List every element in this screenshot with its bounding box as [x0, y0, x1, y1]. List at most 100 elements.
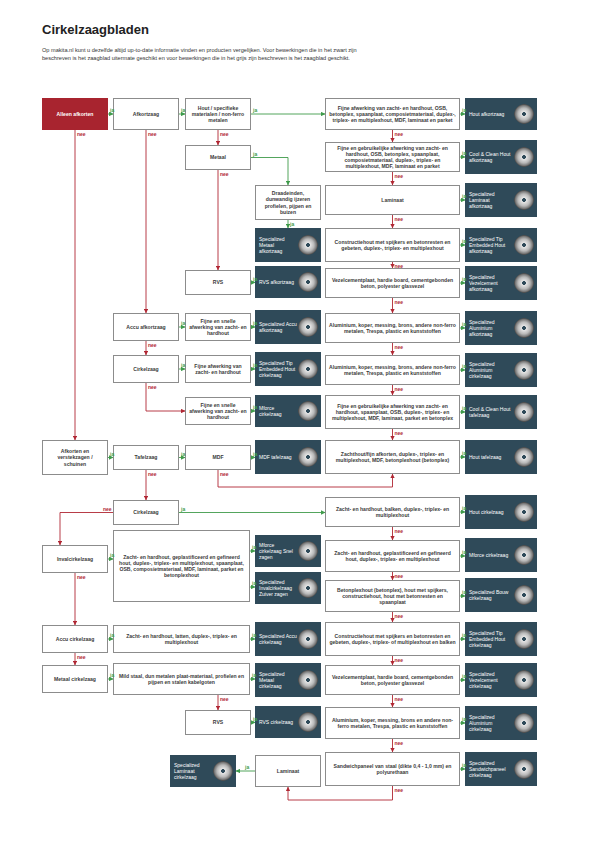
box-text: Specialized Invalcirkelzaag Zuiver zagen: [259, 579, 297, 597]
connector: [392, 572, 393, 580]
blade-box: Specialized Vezelcement afkortzaag: [465, 266, 537, 300]
box-text: Specialized Tip Embedded Hout cirkelzaag: [469, 630, 513, 648]
box-text: Alleen afkorten: [46, 111, 104, 117]
edge-label: nee: [395, 740, 404, 746]
box-text: Hout / specifieke materialen / non-ferro…: [189, 105, 247, 124]
blade-box: RVS afkortzaag: [255, 266, 321, 298]
edge-label: nee: [395, 263, 404, 269]
process-box: Zacht- en hardhout, balken, duplex-, tri…: [325, 497, 460, 527]
process-box: Zacht- en hardhout, latten, duplex-, tri…: [113, 625, 250, 653]
edge-label: nee: [395, 299, 404, 305]
box-text: Zacht- en hardhout, latten, duplex-, tri…: [117, 633, 246, 645]
box-text: Specialized Accu cirkelzaag: [259, 633, 297, 645]
edge-label: ja: [252, 580, 256, 586]
box-text: RVS afkortzaag: [259, 279, 297, 285]
edge-label: nee: [77, 654, 86, 660]
edge-label: nee: [77, 574, 86, 580]
box-text: Vezelcementplaat, hardie board, cementge…: [329, 277, 456, 289]
process-box: Invalcirkelzaag: [42, 545, 108, 573]
edge-label: nee: [103, 506, 112, 512]
edge-label: ja: [253, 151, 257, 157]
box-text: Zachthout/fijn afkorten, duplex-, triple…: [329, 451, 456, 463]
blade-box: Hout afkortzaag: [465, 98, 537, 130]
box-text: Specialized Laminaat cirkelzaag: [174, 762, 212, 780]
box-text: RVS: [189, 279, 247, 285]
box-text: Hout afkortzaag: [469, 111, 513, 117]
edge-label: nee: [148, 131, 157, 137]
edge-label: ja: [181, 107, 185, 113]
edge-label: ja: [253, 320, 257, 326]
box-text: Specialized Metaal afkortzaag: [259, 236, 297, 254]
connector: [75, 653, 76, 665]
edge-label: nee: [395, 216, 404, 222]
edge-label: ja: [462, 716, 466, 722]
connector: [179, 512, 325, 513]
process-box: Aluminium, koper, messing, brons en ande…: [325, 707, 460, 739]
blade-box: Mforce cirkelzaag: [255, 395, 321, 427]
edge-label: nee: [395, 613, 404, 619]
connector: [392, 298, 393, 313]
box-text: Constructiehout met spijkers en betonres…: [329, 239, 456, 251]
box-text: Afkortzaag: [117, 111, 175, 117]
blade-box: Specialized Laminaat afkortzaag: [465, 183, 537, 217]
edge-label: ja: [110, 107, 114, 113]
box-text: RVS: [189, 719, 247, 725]
connector: [75, 130, 76, 440]
connector: [218, 170, 219, 270]
edge-label: ja: [462, 363, 466, 369]
edge-label: ja: [252, 672, 256, 678]
edge-label: nee: [220, 696, 229, 702]
box-text: Metaal cirkelzaag: [46, 676, 104, 682]
process-box: Zachthout/fijn afkorten, duplex-, triple…: [325, 440, 460, 474]
connector: [392, 656, 393, 665]
edge-label: ja: [462, 107, 466, 113]
blade-box: Specialized Laminaat cirkelzaag: [170, 755, 236, 787]
connector: [392, 695, 393, 707]
connector: [392, 343, 393, 355]
process-box: Aluminium, koper, messing, brons, andere…: [325, 313, 460, 343]
box-text: Aluminium, koper, messing, brons en ande…: [329, 717, 456, 729]
edge-label: nee: [395, 657, 404, 663]
edge-label: nee: [395, 344, 404, 350]
process-box: Afkorten en verstekzagen / schuinen: [42, 440, 108, 475]
process-box: Cirkelzaag: [113, 355, 179, 383]
edge-label: ja: [110, 632, 114, 638]
blade-box: Mforce cirkelzaag: [465, 538, 537, 572]
box-text: Specialized Vezelcement afkortzaag: [469, 274, 513, 292]
process-box: Fijne afwerking van zacht- en hardhout, …: [325, 98, 460, 130]
process-box: Fijne en gebruikelijke afwerking van zac…: [325, 142, 460, 172]
box-text: Aluminium, koper, messing, brons, andere…: [329, 364, 456, 376]
box-text: Laminaat: [259, 768, 317, 774]
process-box: Vezelcementplaat, hardie board, cementge…: [325, 268, 460, 298]
box-text: Laminaat: [329, 197, 456, 203]
process-box: Draadeinden, dunwandig ijzeren profielen…: [255, 185, 321, 220]
process-box: Tafelzaag: [113, 445, 179, 470]
box-text: Aluminium, koper, messing, brons, andere…: [329, 322, 456, 334]
box-text: Specialized Sandwichpaneel cirkelzaag: [469, 760, 513, 778]
connector: [392, 130, 393, 142]
edge-label: nee: [148, 384, 157, 390]
box-text: Fijne en snelle afwerking van zacht- en …: [189, 402, 247, 421]
blade-box: Specialized Tip Embedded Hout cirkelzaag: [465, 622, 537, 656]
box-text: Afkorten en verstekzagen / schuinen: [46, 448, 104, 467]
edge-label: ja: [253, 451, 257, 457]
process-box: Metaal cirkelzaag: [42, 665, 108, 693]
edge-label: ja: [462, 276, 466, 282]
edge-label: nee: [395, 787, 404, 793]
box-text: Specialized Bouw cirkelzaag: [469, 589, 513, 601]
connector: [146, 341, 147, 355]
box-text: Vezelcementplaat, hardie board, cementge…: [329, 674, 456, 686]
box-text: Mforce cirkelzaag Snel zagen: [259, 542, 297, 560]
edge-label: ja: [462, 632, 466, 638]
process-box: Betonplexhout (betonplex), hout met spij…: [325, 580, 460, 612]
box-text: Mforce cirkelzaag: [259, 405, 297, 417]
connector: [392, 739, 393, 752]
edge-label: nee: [395, 528, 404, 534]
process-box: Vezelcementplaat, hardie board, cementge…: [325, 665, 460, 695]
process-box: Afkortzaag: [113, 98, 179, 130]
edge-label: ja: [462, 589, 466, 595]
blade-box: Specialized Accu afkortzaag: [255, 310, 321, 344]
box-text: Accu afkortzaag: [117, 324, 175, 330]
edge-label: nee: [395, 573, 404, 579]
